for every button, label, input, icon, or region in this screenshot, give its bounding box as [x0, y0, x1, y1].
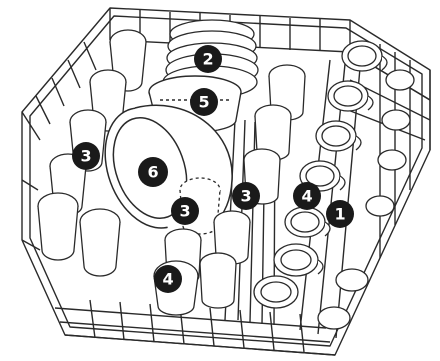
callout-4-front-label: 4 [162, 270, 173, 289]
callout-4-right-label: 4 [301, 187, 312, 206]
cup [274, 244, 323, 276]
callout-6: 6 [138, 157, 168, 187]
callout-3-right-label: 3 [240, 187, 251, 206]
callout-4-right: 4 [293, 182, 321, 210]
glass [80, 209, 120, 276]
callout-3-left: 3 [72, 142, 100, 170]
callout-3-center: 3 [171, 197, 199, 225]
cup [328, 81, 373, 111]
callout-1: 1 [326, 200, 354, 228]
cup [318, 70, 414, 329]
glass [200, 253, 236, 308]
callout-2: 2 [194, 45, 222, 73]
cup [285, 207, 330, 237]
callout-3-center-label: 3 [179, 202, 190, 221]
callout-3-left-label: 3 [80, 147, 91, 166]
callout-6-label: 6 [147, 163, 158, 182]
callout-1-label: 1 [334, 205, 345, 224]
callout-5: 5 [190, 88, 218, 116]
callout-4-front: 4 [154, 265, 182, 293]
callout-3-right: 3 [232, 182, 260, 210]
glass [38, 193, 78, 260]
callout-2-label: 2 [202, 50, 213, 69]
cup [254, 276, 298, 308]
callout-5-label: 5 [198, 93, 209, 112]
